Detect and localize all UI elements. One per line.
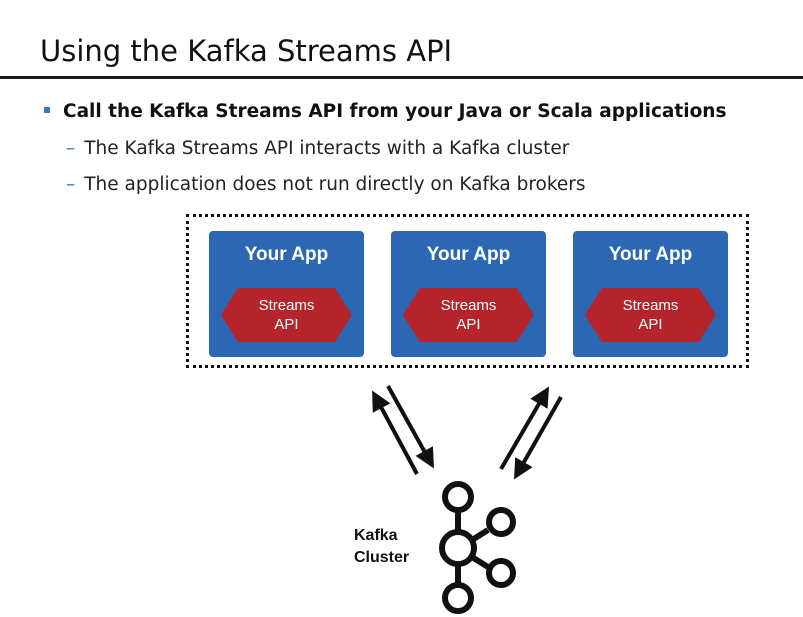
kafka-cluster-label: Kafka Cluster: [354, 525, 409, 569]
app-title: Your App: [608, 244, 693, 265]
app-box-2: Your App Streams API: [391, 231, 546, 357]
api-label-line2: API: [638, 316, 663, 333]
app-box-1: Your App Streams API: [209, 231, 364, 357]
main-bullet-text: Call the Kafka Streams API from your Jav…: [63, 101, 727, 122]
api-label-line1: Streams: [622, 297, 679, 314]
streams-api-hexagon: Streams API: [221, 288, 352, 342]
api-label-line1: Streams: [440, 297, 497, 314]
app-box-3: Your App Streams API: [573, 231, 728, 357]
dash-bullet-icon: –: [66, 138, 76, 159]
app-title: Your App: [426, 244, 511, 265]
streams-api-hexagon: Streams API: [585, 288, 716, 342]
cluster-label-line2: Cluster: [354, 549, 410, 566]
kafka-logo-icon: [439, 481, 516, 614]
sub-bullet-text: The Kafka Streams API interacts with a K…: [84, 138, 570, 159]
api-label-line1: Streams: [258, 297, 315, 314]
sub-bullet-1: –The Kafka Streams API interacts with a …: [66, 138, 569, 159]
bidirectional-arrows-icon: [372, 385, 434, 475]
api-label-line2: API: [456, 316, 481, 333]
streams-api-hexagon: Streams API: [403, 288, 534, 342]
main-bullet: Call the Kafka Streams API from your Jav…: [44, 101, 726, 122]
title-divider: [0, 76, 803, 79]
cluster-label-line1: Kafka: [354, 527, 398, 544]
api-label-line2: API: [274, 316, 299, 333]
slide-title: Using the Kafka Streams API: [40, 34, 453, 68]
apps-dotted-frame: [186, 214, 749, 368]
sub-bullet-2: –The application does not run directly o…: [66, 174, 586, 195]
bidirectional-arrows-icon: [499, 386, 563, 480]
dash-bullet-icon: –: [66, 174, 76, 195]
bullet-square-icon: [44, 107, 50, 113]
sub-bullet-text: The application does not run directly on…: [84, 174, 586, 195]
app-title: Your App: [244, 244, 329, 265]
